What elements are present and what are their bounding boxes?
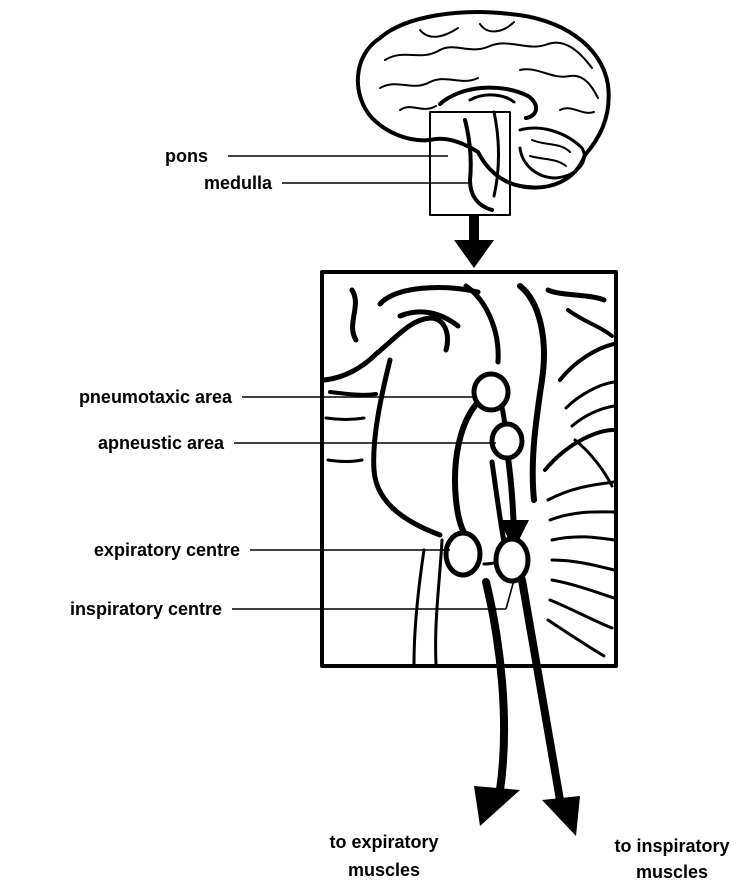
label-to-expiratory-line2: muscles	[348, 860, 420, 880]
inspiratory-arrowhead	[542, 796, 580, 836]
expiratory-centre-nucleus	[446, 533, 480, 575]
label-apneustic-area: apneustic area	[98, 433, 225, 453]
label-to-inspiratory-line2: muscles	[636, 862, 708, 882]
label-inspiratory-centre: inspiratory centre	[70, 599, 222, 619]
down-arrow	[454, 215, 494, 268]
apneustic-area-nucleus	[492, 424, 522, 458]
label-pons: pons	[165, 146, 208, 166]
label-pneumotaxic-area: pneumotaxic area	[79, 387, 233, 407]
brain-illustration	[358, 12, 609, 215]
pneumotaxic-area-nucleus	[474, 374, 508, 410]
label-to-expiratory-line1: to expiratory	[329, 832, 438, 852]
label-medulla: medulla	[204, 173, 273, 193]
brainstem-detail-box	[322, 272, 616, 666]
label-expiratory-centre: expiratory centre	[94, 540, 240, 560]
expiratory-tract	[486, 582, 504, 790]
inspiratory-centre-nucleus	[496, 539, 528, 581]
inspiratory-tract	[522, 580, 560, 800]
inspiratory-leader-tail	[506, 580, 514, 609]
expiratory-arrowhead	[474, 786, 520, 826]
label-to-inspiratory-line1: to inspiratory	[614, 836, 729, 856]
